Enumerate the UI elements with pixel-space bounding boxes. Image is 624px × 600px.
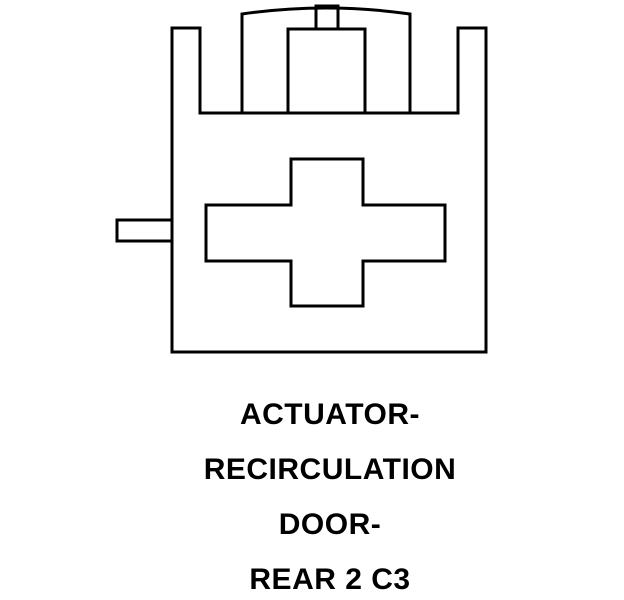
side-key-peg	[115, 218, 174, 243]
cross-terminal-cavity	[204, 157, 447, 308]
caption-line-1: ACTUATOR-	[239, 398, 421, 431]
connector-housing-outline	[170, 26, 488, 354]
caption-line-4: REAR 2 C3	[249, 563, 411, 596]
inner-tab	[286, 27, 367, 115]
caption-line-2: RECIRCULATION	[203, 453, 457, 486]
caption-line-3: DOOR-	[278, 508, 382, 541]
connector-diagram	[115, 4, 488, 354]
locking-tab-dome	[240, 6, 412, 115]
